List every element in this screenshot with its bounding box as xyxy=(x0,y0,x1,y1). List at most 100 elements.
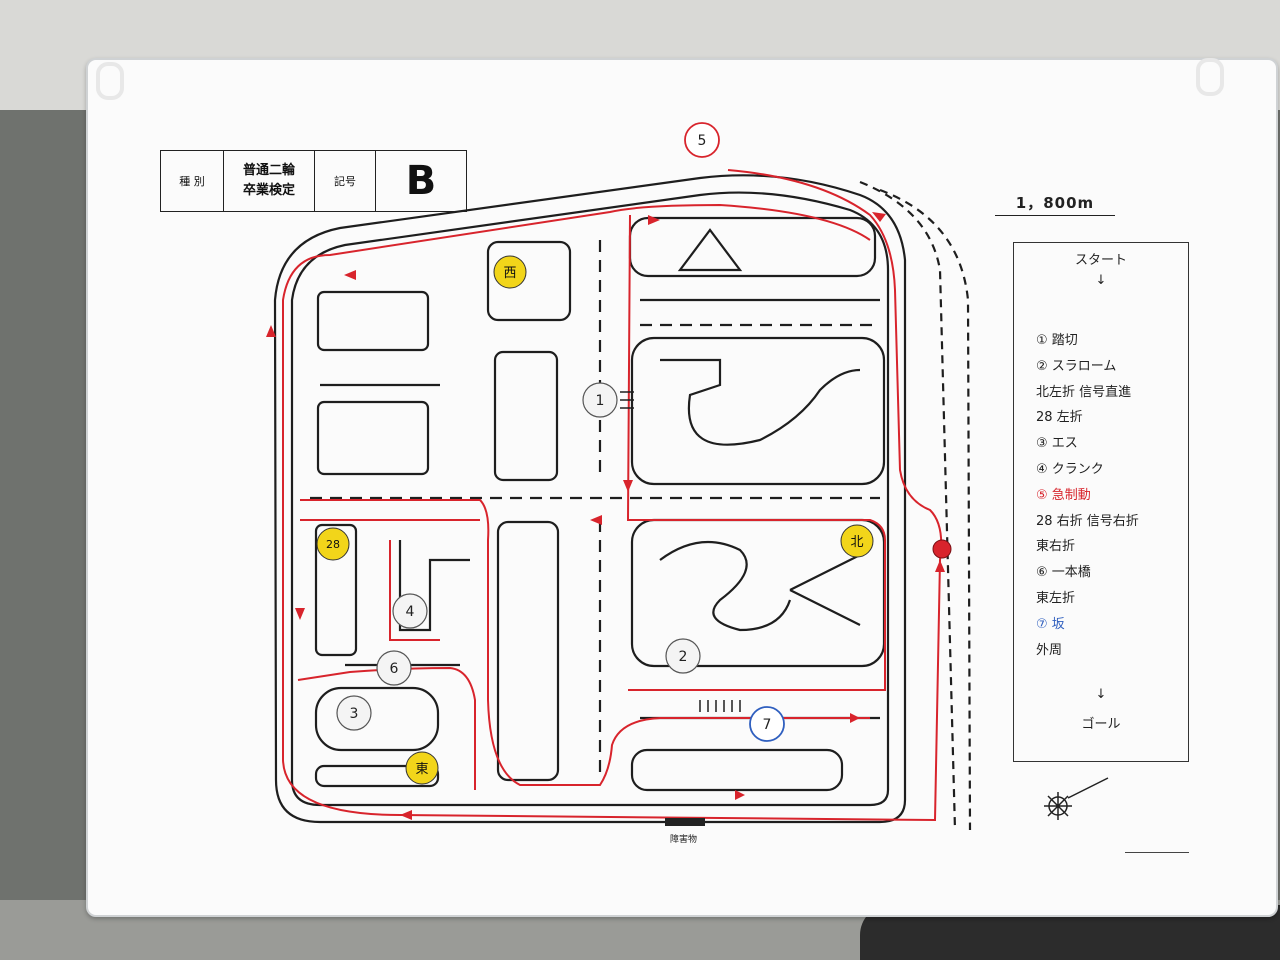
station-2-circle xyxy=(665,638,701,674)
station-5-label: 5 xyxy=(698,133,707,149)
route-arrow xyxy=(266,325,276,337)
block-west-1 xyxy=(316,290,430,352)
legend-item: 東左折 xyxy=(1036,591,1076,606)
compass-needle xyxy=(1067,777,1109,799)
station-1: 1 xyxy=(582,382,618,418)
station-5: 5 xyxy=(684,122,720,158)
legend-item: 東右折 xyxy=(1036,539,1076,555)
legend-arrow-2: ↓ xyxy=(1095,687,1107,702)
marker-east-label: 東 xyxy=(415,761,428,777)
license-type: 普通二輪 卒業検定 xyxy=(223,150,315,212)
signal-dot xyxy=(932,539,952,559)
legend-item: 28 左折 xyxy=(1036,410,1083,426)
block-s-curve xyxy=(630,336,886,486)
station-1-circle xyxy=(582,382,618,418)
obstacle-block xyxy=(665,818,705,826)
route-crank xyxy=(300,519,480,641)
marker-28-circle xyxy=(316,527,350,561)
marker-east-circle xyxy=(405,751,439,785)
legend-item: ② スラローム xyxy=(1036,358,1117,374)
route-arrow xyxy=(590,515,602,525)
station-2-label: 2 xyxy=(679,649,688,665)
triangle-north xyxy=(677,228,743,272)
marker-28: 28 xyxy=(316,527,350,561)
crosswalks xyxy=(620,391,741,712)
station-6: 6 xyxy=(376,650,412,686)
obstacle-label: 障害物 xyxy=(670,835,698,845)
outer-dashed-road xyxy=(859,180,957,831)
legend-item: ① 踏切 xyxy=(1036,333,1078,348)
route-center xyxy=(300,499,870,786)
station-3: 3 xyxy=(336,695,372,731)
license-type-line-1: 普通二輪 xyxy=(242,163,295,178)
block-west-2 xyxy=(316,400,430,476)
course-distance: 1，800m xyxy=(995,192,1115,216)
block-south xyxy=(630,748,844,792)
marker-north-circle xyxy=(840,524,874,558)
legend-start: スタート xyxy=(1074,253,1127,268)
block-north-top xyxy=(628,216,877,278)
marker-north-label: 北 xyxy=(850,535,863,550)
route-arrow xyxy=(344,270,356,280)
signature-line xyxy=(1125,852,1189,853)
legend-item: 北左折 信号直進 xyxy=(1036,384,1132,400)
slalom-curve xyxy=(659,540,792,632)
route-arrow xyxy=(295,608,305,620)
course-code: B xyxy=(375,150,467,212)
binder-ring-left xyxy=(96,62,124,100)
station-7: 7 xyxy=(749,706,785,742)
station-4-label: 4 xyxy=(406,604,415,620)
binder-ring-right xyxy=(1196,58,1224,96)
v-shape xyxy=(789,554,861,626)
block-center xyxy=(493,350,559,482)
station-3-label: 3 xyxy=(350,706,359,722)
block-es xyxy=(314,686,440,752)
station-2: 2 xyxy=(665,638,701,674)
station-6-label: 6 xyxy=(390,661,399,677)
legend-item: ⑦ 坂 xyxy=(1036,616,1065,632)
marker-west: 西 xyxy=(493,255,527,289)
license-type-line-2: 卒業検定 xyxy=(242,183,295,198)
marker-north: 北 xyxy=(840,524,874,558)
route-arrow xyxy=(735,790,745,800)
route-arrows xyxy=(266,212,945,820)
legend-item: 28 右折 信号右折 xyxy=(1036,513,1139,529)
route-bridge xyxy=(297,666,476,790)
legend-arrow: ↓ xyxy=(1095,273,1107,288)
legend-goal: ゴール xyxy=(1081,717,1121,732)
block-east xyxy=(314,764,440,788)
marker-west-circle xyxy=(493,255,527,289)
marker-east: 東 xyxy=(405,751,439,785)
station-5-circle xyxy=(684,122,720,158)
outer-boundary xyxy=(273,174,907,824)
station-4: 4 xyxy=(392,593,428,629)
station-7-label: 7 xyxy=(763,717,772,733)
legend-item: ⑥ 一本橋 xyxy=(1036,565,1091,581)
driving-route xyxy=(282,169,943,822)
route-outer-loop xyxy=(282,169,943,822)
route-arrow xyxy=(935,560,945,572)
block-west-top xyxy=(486,240,572,322)
station-1-label: 1 xyxy=(596,393,605,409)
legend-item: ③ エス xyxy=(1036,436,1078,452)
direction-markers: 西 北 東 28 xyxy=(316,255,874,785)
legend-item: 外周 xyxy=(1036,642,1063,658)
legend-item: ④ クランク xyxy=(1036,462,1104,477)
block-center-south xyxy=(496,520,560,782)
compass-icon xyxy=(1044,777,1109,820)
route-arrow xyxy=(850,713,860,723)
outer-dashed-road-2 xyxy=(879,188,972,831)
route-legend: スタート ↓ ① 踏切 ② スラローム北左折 信号直進 28 左折 ③ エス ④ クラン… xyxy=(1013,242,1189,762)
station-7-circle xyxy=(749,706,785,742)
route-inner-loop xyxy=(626,214,886,691)
station-4-circle xyxy=(392,593,428,629)
marker-west-label: 西 xyxy=(503,266,516,281)
route-arrow xyxy=(872,212,886,222)
block-28 xyxy=(314,523,358,657)
route-arrow xyxy=(648,215,660,225)
route-arrow xyxy=(400,810,412,820)
marker-28-label: 28 xyxy=(326,538,340,551)
stations: 5 1 2 3 4 6 7 xyxy=(336,122,785,742)
road-lines xyxy=(273,174,972,831)
